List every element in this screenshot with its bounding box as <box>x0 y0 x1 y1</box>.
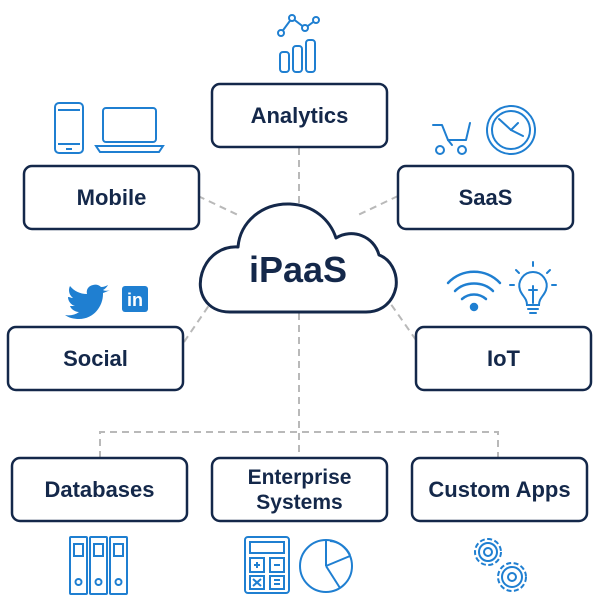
connector-mobile <box>197 195 239 216</box>
node-enterprise-label-line2: Systems <box>256 491 342 514</box>
node-saas: SaaS <box>396 164 575 231</box>
binders-icon <box>69 536 128 595</box>
linkedin-icon: in <box>122 286 148 312</box>
node-social: Social <box>6 325 185 392</box>
connector-social <box>183 297 215 343</box>
pie-chart-icon <box>299 539 353 593</box>
linkedin-text: in <box>127 290 143 310</box>
connectors <box>99 148 499 458</box>
node-iot-label: IoT <box>487 346 521 371</box>
lightbulb-icon <box>509 261 557 314</box>
node-saas-label: SaaS <box>459 185 513 210</box>
center-cloud: iPaaS <box>198 202 398 314</box>
connector-bus <box>99 431 499 458</box>
clock-icon <box>486 105 536 155</box>
node-mobile-label: Mobile <box>77 185 147 210</box>
node-social-label: Social <box>63 346 128 371</box>
shopping-cart-icon <box>432 122 471 155</box>
twitter-icon <box>65 284 110 319</box>
node-databases-label: Databases <box>44 477 154 502</box>
node-custom-apps: Custom Apps <box>410 456 589 523</box>
node-analytics: Analytics <box>210 82 389 149</box>
node-analytics-label: Analytics <box>251 103 349 128</box>
node-mobile: Mobile <box>22 164 201 231</box>
node-iot: IoT <box>414 325 593 392</box>
node-custom-apps-label: Custom Apps <box>428 477 570 502</box>
wifi-icon <box>446 270 502 312</box>
node-databases: Databases <box>10 456 189 523</box>
node-enterprise-label-line1: Enterprise <box>248 466 352 489</box>
smartphone-icon <box>54 102 84 154</box>
center-cloud-label: iPaaS <box>249 249 347 290</box>
connector-saas <box>357 195 399 216</box>
connector-iot <box>387 299 417 341</box>
calculator-icon <box>244 536 290 594</box>
gears-icon <box>474 538 527 592</box>
line-chart-icon <box>277 14 320 37</box>
bar-chart-icon <box>279 39 316 73</box>
laptop-icon <box>94 107 165 153</box>
node-enterprise-systems: Enterprise Systems <box>210 456 389 523</box>
